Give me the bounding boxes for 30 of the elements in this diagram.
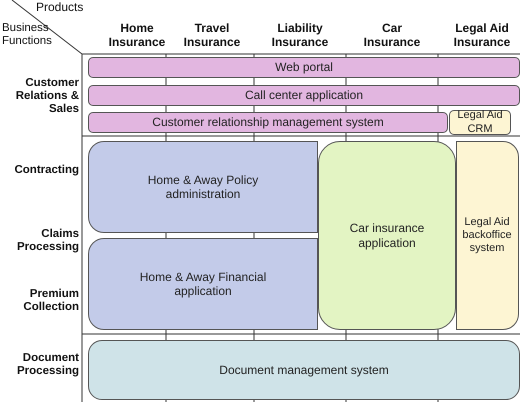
application-box — [456, 141, 519, 330]
column-header: Legal Aid Insurance — [452, 22, 512, 50]
application-box — [88, 112, 448, 133]
row-header: Customer Relations & Sales — [14, 77, 79, 117]
column-header: Home Insurance — [108, 22, 166, 50]
column-header: Travel Insurance — [182, 22, 242, 50]
row-header: Document Processing — [16, 352, 79, 378]
application-name: Call center application — [244, 88, 364, 103]
application-box — [449, 110, 511, 135]
application-box — [88, 238, 318, 330]
application-name: Customer relationship management system — [152, 115, 384, 130]
row-header: Contracting — [13, 164, 79, 178]
application-box — [88, 85, 520, 106]
application-name: Home & Away Financial application — [138, 270, 268, 298]
application-box — [318, 141, 456, 330]
row-header: Claims Processing — [16, 228, 79, 254]
application-box — [88, 57, 520, 78]
application-name: Legal Aid backoffice system — [461, 216, 513, 256]
application-name: Legal Aid CRM — [456, 109, 504, 136]
application-name: Home & Away Policy administration — [146, 172, 260, 202]
application-box — [88, 141, 318, 233]
column-header: Liability Insurance — [270, 22, 330, 50]
application-box — [88, 340, 520, 400]
application-name: Document management system — [219, 362, 389, 378]
axis-label: Products — [36, 1, 84, 15]
column-header: Car Insurance — [362, 22, 422, 50]
row-header: Premium Collection — [22, 288, 79, 314]
axis-label: Business Functions — [2, 22, 53, 48]
application-name: Car insurance application — [348, 221, 426, 250]
application-name: Web portal — [275, 60, 333, 75]
